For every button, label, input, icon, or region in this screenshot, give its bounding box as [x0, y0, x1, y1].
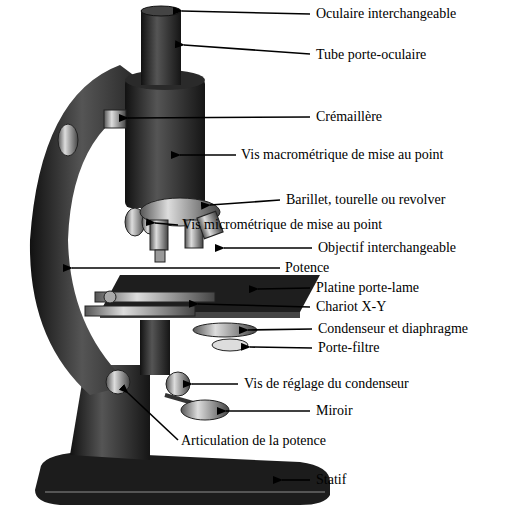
filter-holder: [212, 339, 248, 351]
leader-line: [210, 200, 280, 205]
leader-line: [184, 45, 310, 54]
part-label: Tube porte-oculaire: [316, 47, 426, 63]
condenser: [193, 323, 257, 337]
leader-line: [226, 410, 310, 412]
part-label: Crémaillère: [316, 109, 382, 125]
xy-carriage: [95, 292, 215, 302]
part-label: Barillet, tourelle ou revolver: [286, 192, 445, 208]
leader-line: [128, 117, 310, 118]
leader-line: [224, 247, 312, 249]
leader-line: [128, 393, 178, 440]
part-label: Oculaire interchangeable: [316, 6, 456, 22]
eyepiece: [141, 6, 181, 16]
part-label: Vis macrométrique de mise au point: [241, 147, 444, 163]
leader-lines: [72, 11, 312, 480]
condenser-arm: [140, 320, 170, 375]
part-label: Platine porte-lame: [316, 280, 419, 296]
pivot-knob: [106, 370, 130, 394]
leader-line: [250, 347, 312, 348]
mirror: [181, 400, 229, 420]
xy-carriage: [85, 306, 195, 316]
part-label: Miroir: [316, 403, 353, 419]
leader-line: [248, 329, 312, 330]
leader-line: [180, 154, 236, 156]
base: [35, 452, 330, 505]
eyepiece-tube: [141, 10, 181, 85]
leader-line: [72, 267, 280, 269]
leader-line: [282, 479, 310, 481]
part-label: Condenseur et diaphragme: [318, 321, 468, 337]
knob: [58, 124, 78, 156]
part-label: Chariot X-Y: [316, 299, 386, 315]
part-label: Statif: [316, 472, 346, 488]
part-label: Potence: [285, 260, 329, 276]
leader-line: [182, 11, 310, 14]
leader-line: [198, 304, 310, 307]
part-label: Objectif interchangeable: [318, 240, 456, 256]
part-label: Articulation de la potence: [181, 433, 326, 449]
leader-line: [258, 288, 310, 289]
body-tube: [125, 78, 205, 208]
objective-tip: [155, 250, 165, 262]
carriage-knob: [104, 291, 116, 303]
rack: [104, 110, 126, 128]
part-label: Vis micrométrique de mise au point: [182, 217, 382, 233]
leader-line: [155, 223, 178, 225]
part-label: Porte-filtre: [318, 340, 379, 356]
part-label: Vis de réglage du condenseur: [244, 376, 409, 392]
leader-line: [192, 383, 238, 385]
knob: [166, 372, 190, 396]
base-edge: [45, 491, 325, 493]
